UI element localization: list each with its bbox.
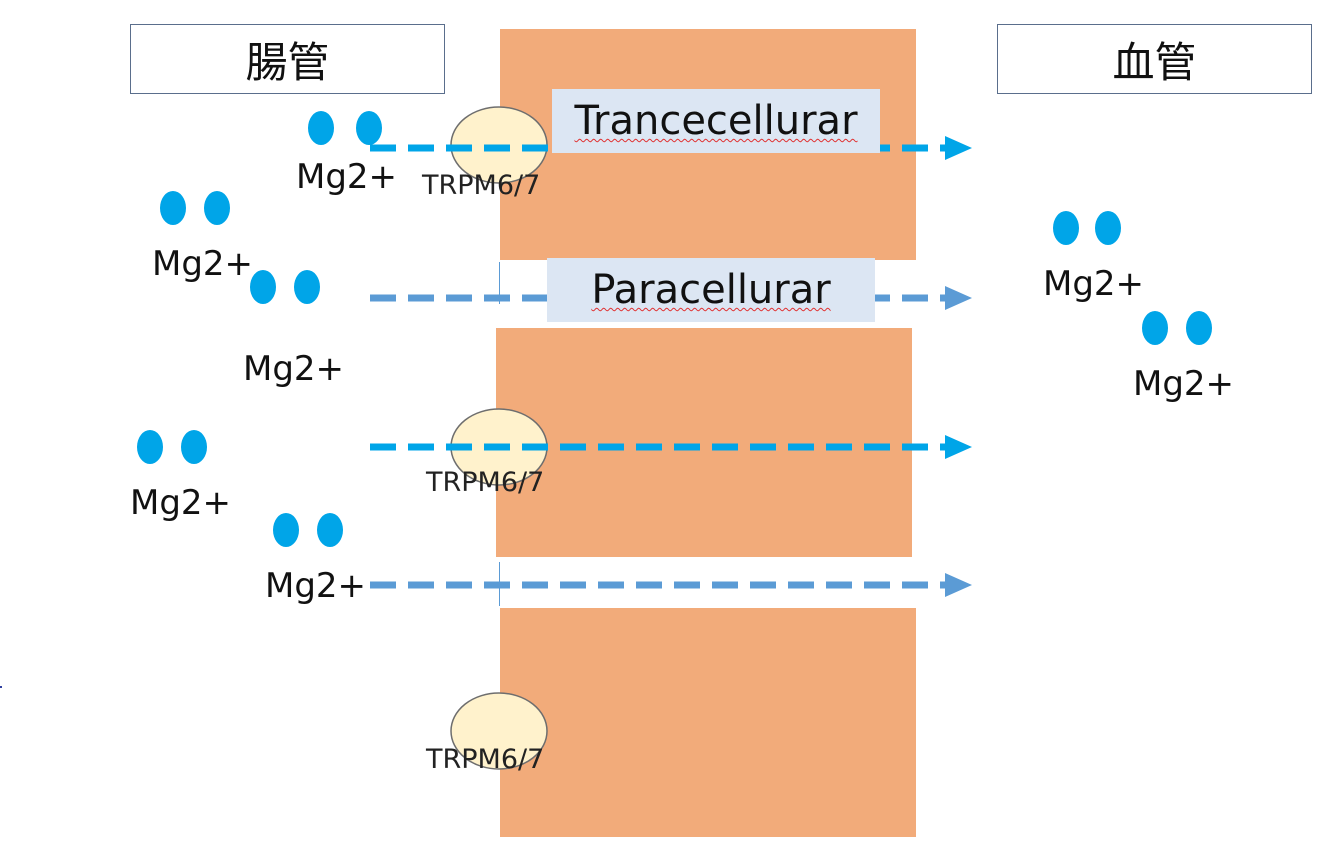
mg-ion [294, 270, 320, 304]
tight-junction-line-1 [499, 262, 500, 304]
paracellular-arrowhead-1 [945, 286, 972, 310]
epithelial-cell-3 [500, 608, 916, 837]
mg-ion [308, 111, 334, 145]
mg-ion-label: Mg2+ [243, 349, 345, 389]
trpm-channel-label: TRPM6/7 [426, 467, 545, 498]
transcellular-pathway-label: Trancecellurar [552, 89, 880, 153]
mg-ion [1142, 311, 1168, 345]
paracellular-label-text: Paracellurar [591, 267, 831, 313]
stray-dot [0, 686, 2, 688]
mg-ion [356, 111, 382, 145]
mg-ion-label: Mg2+ [130, 483, 232, 523]
mg-ion [1186, 311, 1212, 345]
transcellular-label-text: Trancecellurar [574, 98, 858, 144]
mg-ion [1095, 211, 1121, 245]
mg-ion-label: Mg2+ [265, 566, 367, 606]
blood-vessel-label-text: 血管 [1112, 37, 1197, 87]
mg-ion [317, 513, 343, 547]
mg-ion [1053, 211, 1079, 245]
epithelial-cell-2 [496, 328, 912, 557]
mg-ion [204, 191, 230, 225]
intestine-region-label: 腸管 [130, 24, 445, 94]
trpm-channel-3 [450, 692, 548, 770]
mg-ion [160, 191, 186, 225]
mg-ion [181, 430, 207, 464]
paracellular-arrowhead-2 [945, 573, 972, 597]
paracellular-pathway-label: Paracellurar [547, 258, 875, 322]
mg-ion [250, 270, 276, 304]
transcellular-arrowhead-1 [945, 136, 972, 160]
mg-ion [273, 513, 299, 547]
mg-ion-label: Mg2+ [1043, 264, 1145, 304]
blood-vessel-region-label: 血管 [997, 24, 1312, 94]
trpm-channel-label: TRPM6/7 [422, 170, 541, 201]
transcellular-arrowhead-2 [945, 435, 972, 459]
trpm-channel-label: TRPM6/7 [426, 744, 545, 775]
mg-ion [137, 430, 163, 464]
mg-ion-label: Mg2+ [1133, 364, 1235, 404]
mg-ion-label: Mg2+ [296, 157, 398, 197]
intestine-label-text: 腸管 [245, 37, 330, 87]
mg-ion-label: Mg2+ [152, 244, 254, 284]
